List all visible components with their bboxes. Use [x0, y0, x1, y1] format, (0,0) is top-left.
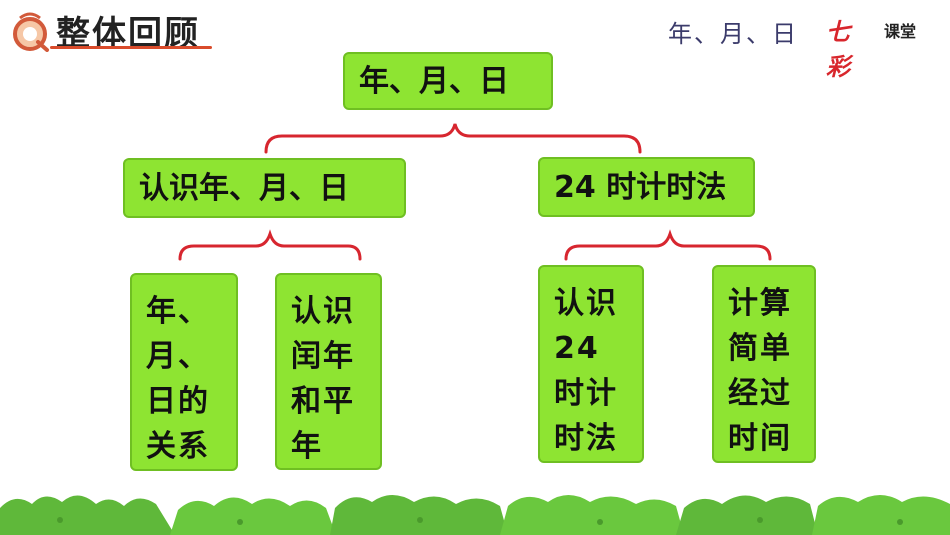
node-leaf-leap-year: 认识闰年和平年	[275, 273, 382, 470]
node-leaf-24h: 认识24时计时法	[538, 265, 644, 463]
node-left-label: 认识年、月、日	[139, 171, 349, 206]
node-right: 24 时计时法	[538, 157, 755, 217]
grass-decoration	[0, 495, 950, 535]
left-brace	[178, 229, 362, 261]
leaf-label: 年、月、日的关系	[146, 294, 210, 464]
brand-sub: 课堂	[884, 22, 917, 41]
leaf-label: 认识闰年和平年	[291, 294, 355, 464]
q-logo-icon	[13, 12, 49, 52]
brand-main: 七彩	[826, 18, 850, 81]
node-leaf-relation: 年、月、日的关系	[130, 273, 238, 471]
node-root: 年、月、日	[343, 52, 553, 110]
right-brace	[564, 229, 772, 261]
root-brace	[264, 123, 642, 154]
node-right-label: 24 时计时法	[554, 170, 727, 205]
leaf-label: 计算简单经过时间	[728, 286, 792, 456]
node-root-label: 年、月、日	[359, 64, 509, 99]
node-left: 认识年、月、日	[123, 158, 406, 218]
title-underline	[50, 46, 212, 49]
leaf-label: 认识24时计时法	[554, 286, 618, 456]
node-leaf-elapsed: 计算简单经过时间	[712, 265, 816, 463]
topic-label: 年、月、日	[668, 20, 798, 48]
